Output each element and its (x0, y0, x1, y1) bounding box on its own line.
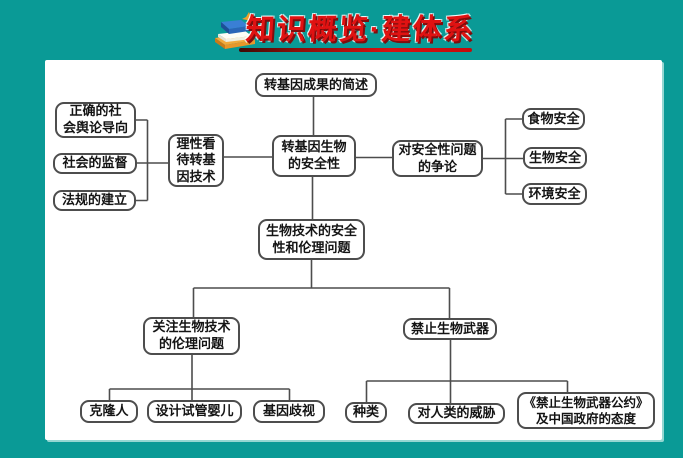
connector-lower-split (192, 287, 451, 318)
node-safety-debate: 对安全性问题 的争论 (392, 140, 483, 177)
connector-center-spine (310, 97, 315, 288)
node-biotech-safety-ethics: 生物技术的安全 性和伦理问题 (258, 219, 365, 260)
node-bioweapons-treaty: 《禁止生物武器公约》 及中国政府的态度 (517, 392, 655, 429)
node-weapon-types: 种类 (345, 402, 387, 423)
node-human-threat: 对人类的威胁 (408, 403, 505, 424)
node-social-supervision: 社会的监督 (53, 153, 137, 174)
connector-lower-left-group (108, 355, 291, 400)
node-gmo-safety: 转基因生物 的安全性 (272, 135, 356, 177)
stacked-books-icon (215, 12, 256, 49)
node-gene-discrimination: 基因歧视 (253, 400, 325, 423)
connector-right-group (356, 118, 523, 195)
connector-lower-right-group (365, 340, 569, 403)
node-correct-public-opinion: 正确的社 会舆论导向 (55, 102, 136, 138)
node-designer-baby: 设计试管婴儿 (147, 400, 242, 423)
node-ethics-concern: 关注生物技术 的伦理问题 (143, 317, 240, 355)
node-env-safety: 环境安全 (522, 183, 587, 205)
node-rational-view: 理性看 待转基 因技术 (168, 134, 224, 187)
connector-lines (108, 97, 569, 403)
diagram-panel: 转基因成果的简述 正确的社 会舆论导向 社会的监督 法规的建立 理性看 待转基 … (45, 60, 662, 440)
node-bio-safety: 生物安全 (523, 147, 587, 169)
node-ban-bioweapons: 禁止生物武器 (403, 318, 497, 340)
node-food-safety: 食物安全 (522, 108, 585, 130)
node-cloning: 克隆人 (80, 400, 138, 423)
node-legislation: 法规的建立 (53, 190, 136, 211)
page-header: 知识概览·建体系 (0, 0, 683, 60)
connector-left-group (136, 119, 272, 202)
page-title: 知识概览·建体系 (244, 14, 476, 46)
node-gmo-achievements-summary: 转基因成果的简述 (255, 73, 377, 97)
title-underline (239, 48, 472, 52)
